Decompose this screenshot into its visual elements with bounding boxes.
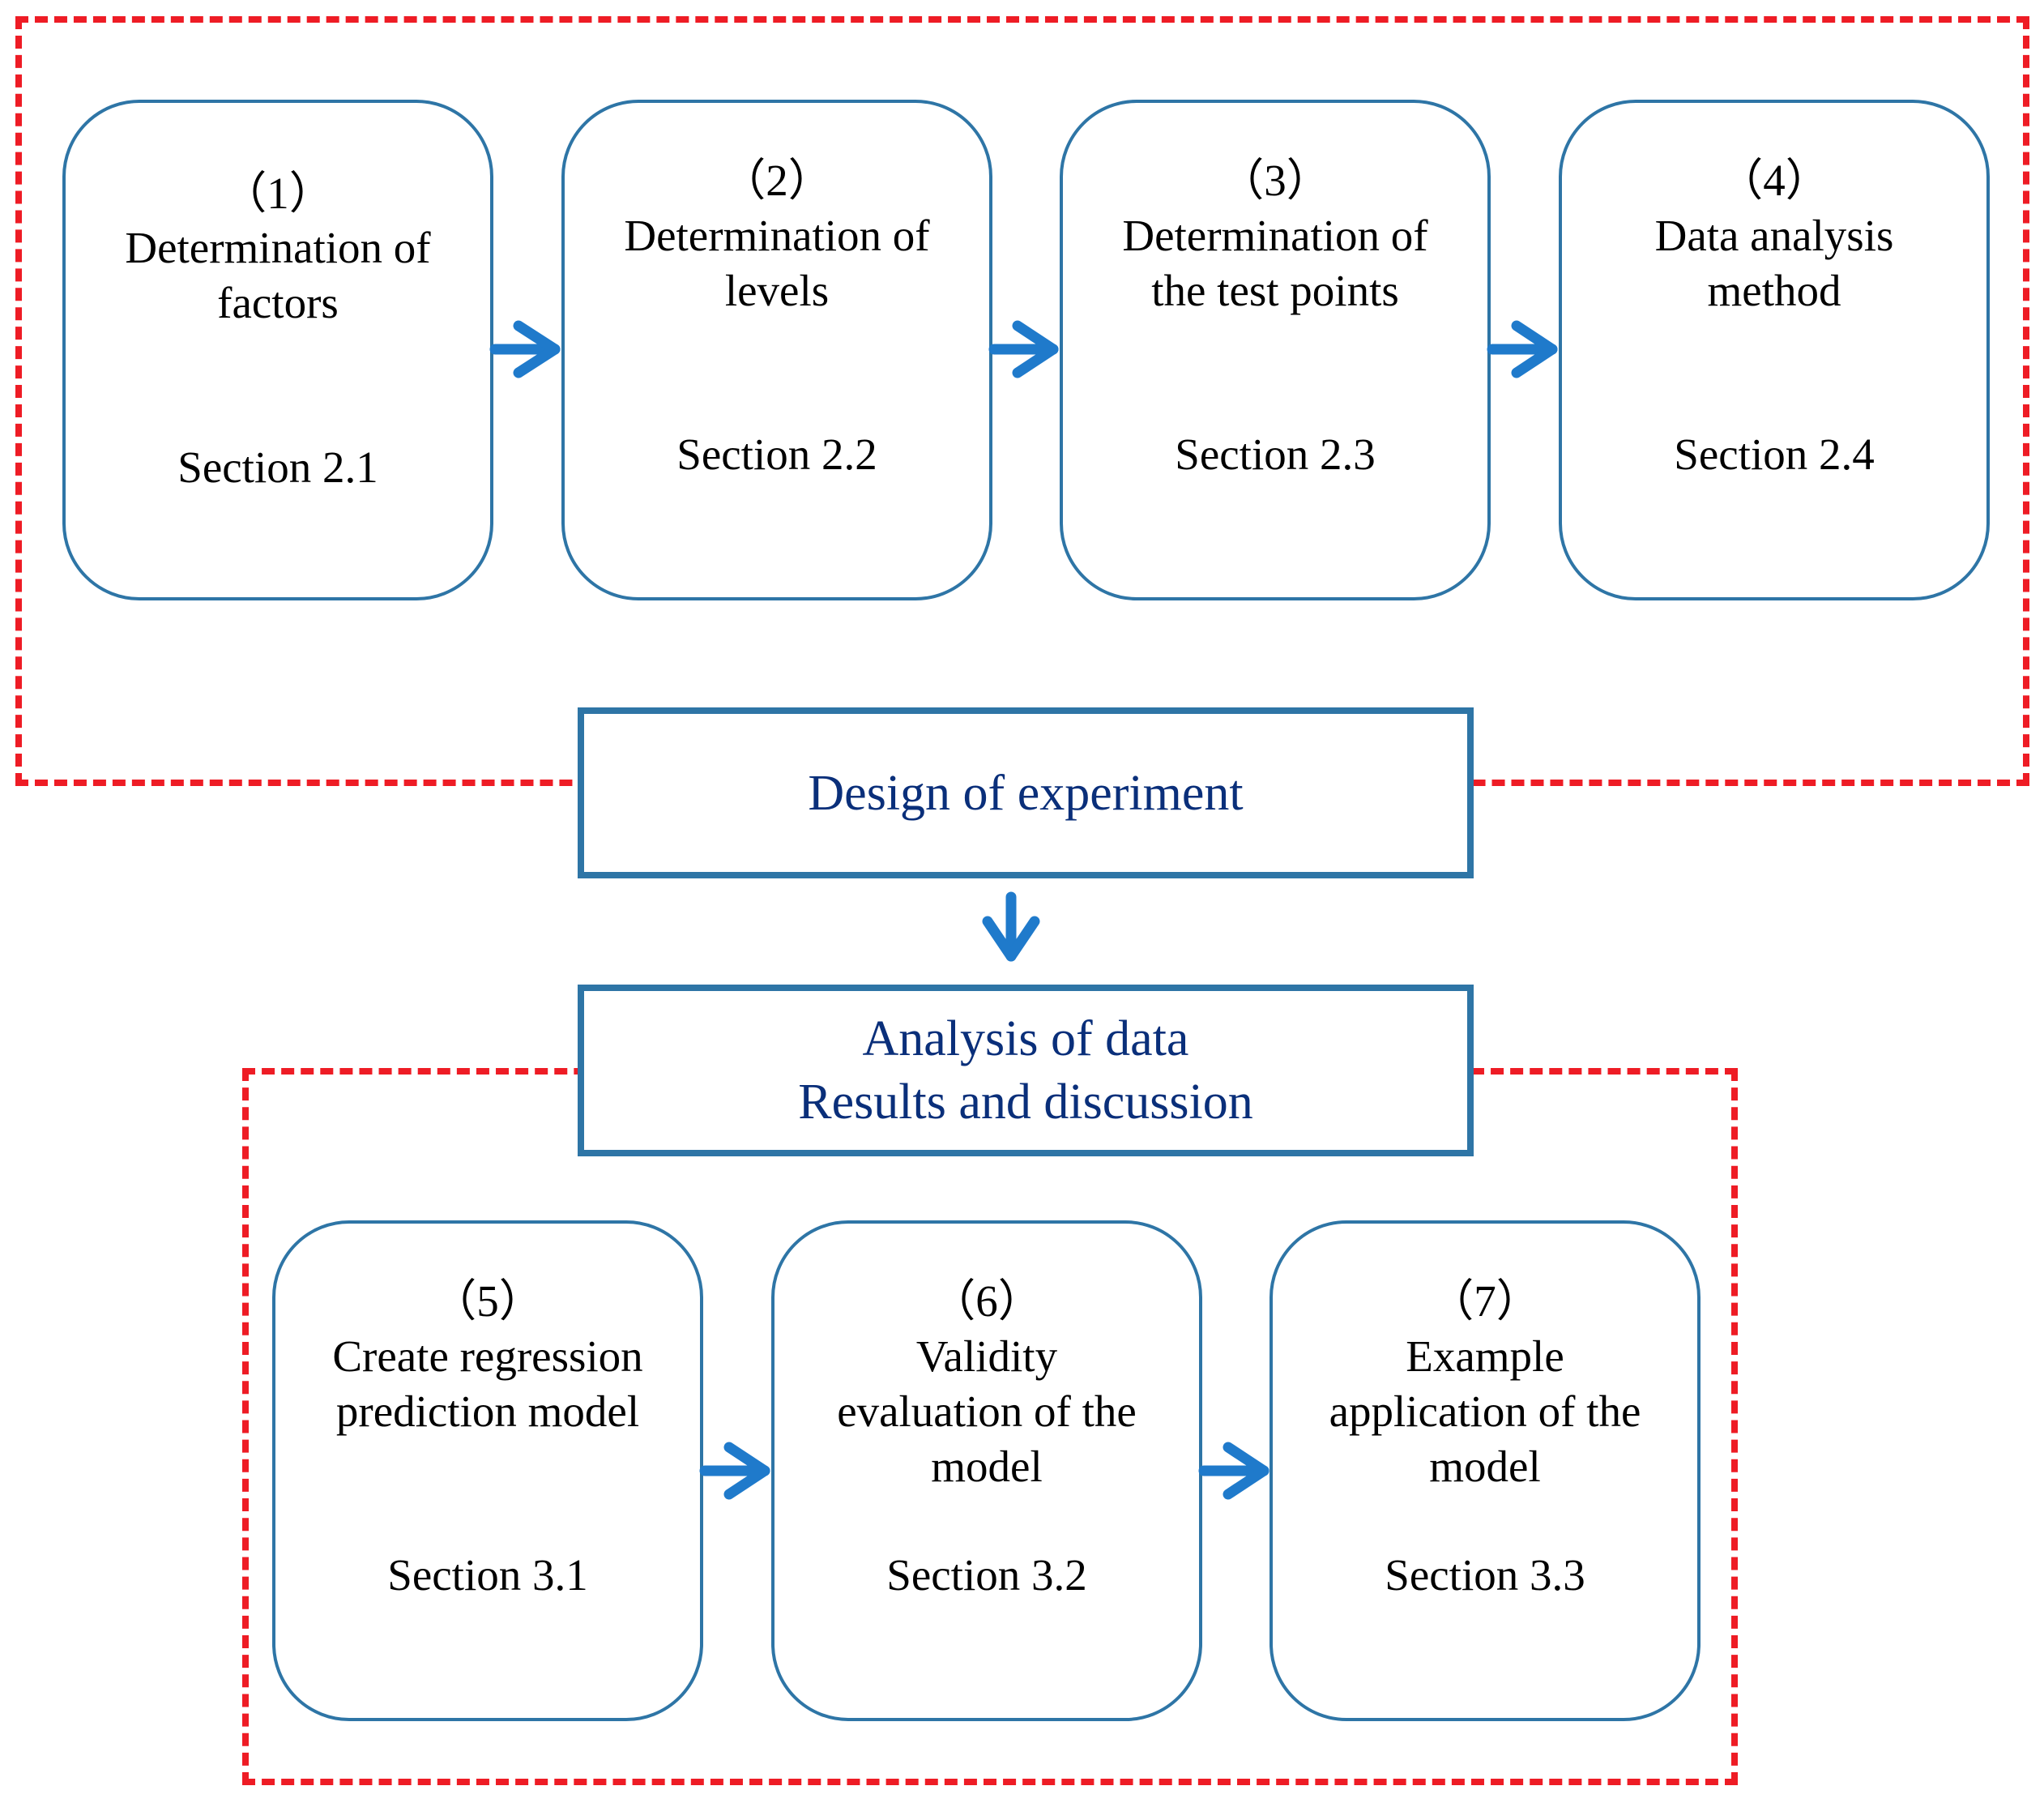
- design-of-experiment-box: Design of experiment: [578, 707, 1474, 878]
- step-label: Example application of the model: [1329, 1331, 1641, 1491]
- step-section: Section 2.4: [1674, 429, 1875, 479]
- step-label: Determination of factors: [125, 223, 431, 327]
- analysis-title-line2: Results and discussion: [798, 1075, 1253, 1130]
- step-section: Section 2.2: [676, 429, 877, 479]
- step-box-1: （1） Determination of factors Section 2.1: [62, 100, 493, 600]
- step-number: （3）: [1219, 156, 1331, 205]
- analysis-of-data-box: Analysis of data Results and discussion: [578, 985, 1474, 1156]
- step-number: （1）: [222, 169, 334, 218]
- step-section: Section 2.1: [177, 442, 378, 492]
- design-title: Design of experiment: [808, 765, 1244, 821]
- step-section: Section 3.1: [387, 1550, 588, 1600]
- analysis-title-line1: Analysis of data: [862, 1011, 1189, 1066]
- step-section: Section 3.3: [1385, 1550, 1585, 1600]
- step-number: （5）: [432, 1276, 544, 1326]
- step-box-3: （3） Determination of the test points Sec…: [1060, 100, 1491, 600]
- step-number: （6）: [931, 1276, 1043, 1326]
- arrow-down-icon: [982, 891, 1040, 962]
- step-label: Create regression prediction model: [332, 1331, 643, 1436]
- step-label: Data analysis method: [1654, 211, 1894, 315]
- step-section: Section 2.3: [1175, 429, 1376, 479]
- step-label: Determination of the test points: [1122, 211, 1428, 315]
- step-section: Section 3.2: [886, 1550, 1087, 1600]
- step-box-2: （2） Determination of levels Section 2.2: [561, 100, 992, 600]
- step-number: （2）: [721, 156, 833, 205]
- step-box-5: （5） Create regression prediction model S…: [272, 1220, 703, 1721]
- step-label: Determination of levels: [624, 211, 930, 315]
- step-number: （4）: [1718, 156, 1830, 205]
- step-box-6: （6） Validity evaluation of the model Sec…: [771, 1220, 1202, 1721]
- step-box-4: （4） Data analysis method Section 2.4: [1559, 100, 1990, 600]
- step-label: Validity evaluation of the model: [837, 1331, 1137, 1491]
- step-box-7: （7） Example application of the model Sec…: [1269, 1220, 1700, 1721]
- step-number: （7）: [1429, 1276, 1541, 1326]
